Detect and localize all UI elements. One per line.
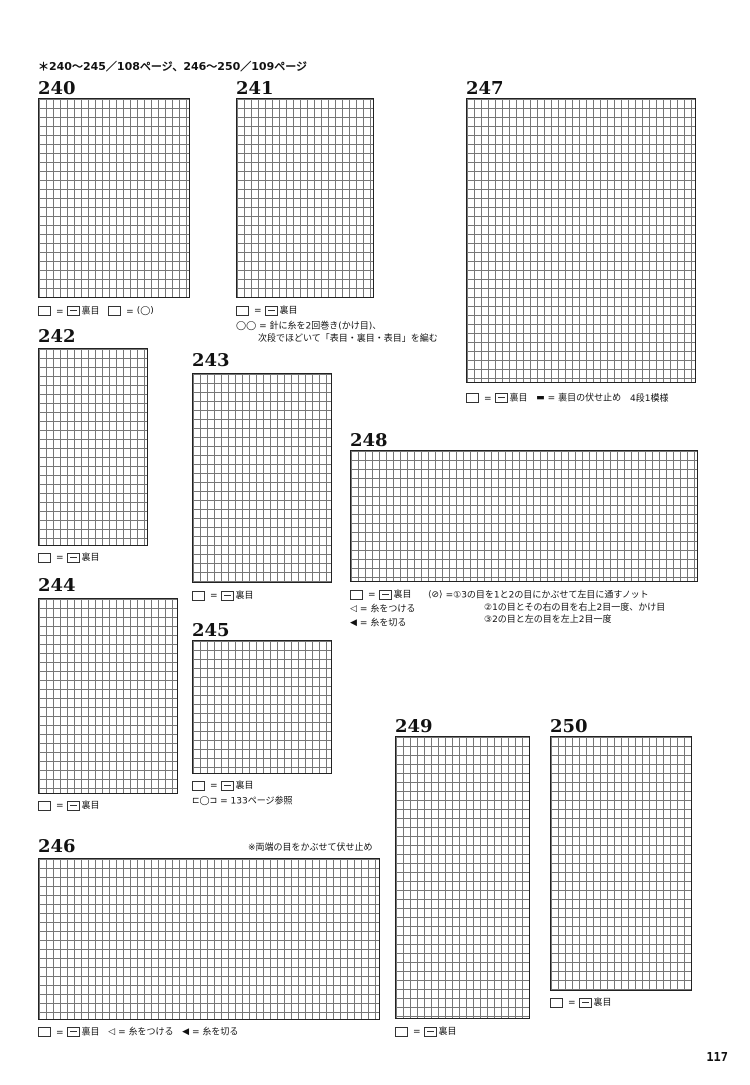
- attach-yarn-legend: ◁= 糸をつける: [350, 604, 416, 615]
- chart-246-grid: [38, 858, 380, 1020]
- chart-248-number: 248: [350, 430, 388, 451]
- purl-symbol: [220, 590, 234, 601]
- chart-249-grid: [395, 736, 530, 1019]
- chart-243-grid: [192, 373, 332, 583]
- attach-yarn-icon: ◁: [350, 604, 357, 614]
- chart-250-grid: [550, 736, 692, 991]
- knot-stitch-icon: ⟨⊘⟩: [428, 590, 443, 600]
- chart-250-legend: =裏目: [550, 997, 612, 1009]
- chart-243-number: 243: [192, 350, 230, 371]
- chart-244-number: 244: [38, 575, 76, 596]
- blank-cell-symbol: [466, 393, 479, 403]
- chart-240-number: 240: [38, 78, 76, 99]
- chart-241-grid: [236, 98, 374, 298]
- chart-243-legend: =裏目: [192, 590, 254, 602]
- chart-248-legend: =裏目: [350, 589, 412, 601]
- blank-cell-symbol: [38, 306, 51, 316]
- chart-242-legend: =裏目: [38, 552, 100, 564]
- blank-cell-symbol: [192, 590, 205, 601]
- cut-yarn-icon: ◀: [182, 1027, 189, 1037]
- blank-cell-symbol: [192, 780, 205, 791]
- bind-off-icon: ▬: [536, 393, 545, 403]
- bobble-icon: (◯): [136, 306, 154, 316]
- chart-240-legend: =裏目 =(◯): [38, 305, 157, 318]
- chart-245-number: 245: [192, 620, 230, 641]
- chart-241-wrap-note: ◯◯= 針に糸を2回巻き(かけ目)、 次段でほどいて「表目・裏目・表目」を編む: [236, 321, 438, 344]
- purl-symbol: [378, 589, 392, 600]
- chart-245-legend: =裏目: [192, 780, 254, 792]
- chart-248-grid: [350, 450, 698, 582]
- attach-yarn-icon: ◁: [108, 1027, 116, 1037]
- blank-cell-symbol: [38, 800, 51, 811]
- purl-symbol: [220, 780, 234, 791]
- chart-242-grid: [38, 348, 148, 546]
- chart-249-legend: =裏目: [395, 1026, 457, 1038]
- chart-247-repeat: 4段1模様: [630, 394, 669, 404]
- purl-symbol: [264, 305, 278, 316]
- chart-246-edge-note: ※両端の目をかぶせて伏せ止め: [248, 843, 373, 853]
- blank-cell-symbol: [38, 1027, 51, 1037]
- purl-symbol: [66, 552, 80, 563]
- purl-symbol: [423, 1026, 437, 1037]
- chart-244-grid: [38, 598, 178, 794]
- cut-yarn-icon: ◀: [350, 618, 357, 628]
- cable-symbol-icon: ⊏◯⊐: [192, 796, 218, 806]
- chart-246-number: 246: [38, 836, 76, 857]
- chart-240-grid: [38, 98, 190, 298]
- blank-cell-symbol: [38, 552, 51, 563]
- purl-symbol: [66, 800, 80, 811]
- page-header-note: ＊240～245／108ページ、246～250／109ページ: [38, 60, 307, 73]
- chart-249-number: 249: [395, 716, 433, 737]
- page-number: 117: [706, 1050, 728, 1064]
- chart-250-number: 250: [550, 716, 588, 737]
- cut-yarn-legend: ◀= 糸を切る: [350, 618, 407, 629]
- double-wrap-icon: ◯◯: [236, 321, 257, 331]
- purl-symbol: [66, 1027, 80, 1037]
- blank-cell-symbol: [550, 997, 563, 1008]
- chart-241-number: 241: [236, 78, 274, 99]
- blank-cell-symbol: [236, 305, 249, 316]
- chart-247-grid: [466, 98, 696, 383]
- purl-symbol: [578, 997, 592, 1008]
- purl-symbol: [66, 306, 80, 316]
- chart-245-ref-note: ⊏◯⊐= 133ページ参照: [192, 796, 293, 807]
- chart-242-number: 242: [38, 326, 76, 347]
- blank-cell-symbol: [395, 1026, 408, 1037]
- chart-247-number: 247: [466, 78, 504, 99]
- chart-245-grid: [192, 640, 332, 774]
- chart-247-legend: =裏目 ▬= 裏目の伏せ止め: [466, 392, 621, 405]
- bobble-cell-symbol: [108, 306, 122, 316]
- knot-stitch-note: ⟨⊘⟩=①3の目を1と2の目にかぶせて左目に通すノット ②1の目とその右の目を右…: [428, 590, 666, 625]
- chart-246-legend: =裏目 ◁= 糸をつける ◀= 糸を切る: [38, 1026, 238, 1039]
- purl-symbol: [494, 393, 508, 403]
- chart-244-legend: =裏目: [38, 800, 100, 812]
- blank-cell-symbol: [350, 589, 363, 600]
- chart-241-legend: =裏目: [236, 305, 298, 317]
